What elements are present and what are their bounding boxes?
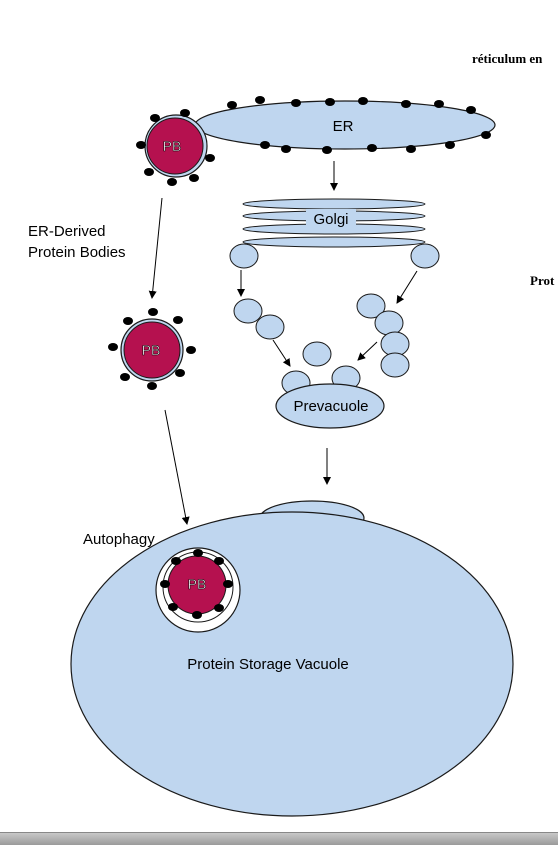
arrow-golgi-right-down bbox=[396, 270, 418, 304]
ribosome bbox=[186, 346, 196, 354]
er-label: ER bbox=[333, 118, 354, 135]
ribosome bbox=[325, 98, 335, 106]
arrow-vesicles-to-prevacuole-right bbox=[357, 341, 378, 361]
ribosome bbox=[144, 168, 154, 176]
pb-label-er: PB bbox=[163, 138, 182, 154]
ribosome bbox=[281, 145, 291, 153]
protein-body-free-core bbox=[123, 321, 181, 379]
protein-body-budding: PB bbox=[136, 109, 215, 186]
vesicle bbox=[380, 352, 410, 378]
er-derived-label-line2: Protein Bodies bbox=[28, 244, 126, 261]
autophagy-label: Autophagy bbox=[83, 531, 155, 548]
side-label-prot: Prot bbox=[530, 273, 555, 288]
ribosome bbox=[108, 343, 118, 351]
golgi-cisterna bbox=[242, 198, 426, 210]
ribosome bbox=[192, 611, 202, 619]
ribosome bbox=[180, 109, 190, 117]
ribosome bbox=[193, 549, 203, 557]
ribosome bbox=[367, 144, 377, 152]
ribosome bbox=[214, 557, 224, 565]
vesicle bbox=[356, 293, 386, 319]
ribosome bbox=[401, 100, 411, 108]
ribosome bbox=[136, 141, 146, 149]
ribosome bbox=[189, 174, 199, 182]
vesicle bbox=[374, 310, 404, 336]
ribosome bbox=[481, 131, 491, 139]
side-label-reticulum: réticulum en bbox=[472, 51, 543, 66]
arrow-vesicles-to-prevacuole-left bbox=[272, 339, 291, 367]
endoplasmic-reticulum: ER bbox=[194, 96, 496, 154]
ribosome bbox=[148, 308, 158, 316]
ribosome bbox=[322, 146, 332, 154]
prevacuole: Prevacuole bbox=[275, 365, 385, 429]
prevacuole-body bbox=[275, 383, 385, 429]
er-derived-label-line1: ER-Derived bbox=[28, 223, 106, 240]
ribosome bbox=[167, 178, 177, 186]
golgi-label: Golgi bbox=[313, 211, 348, 228]
transport-vesicles bbox=[233, 293, 410, 378]
ribosome bbox=[175, 369, 185, 377]
ribosome bbox=[466, 106, 476, 114]
golgi-label-bg bbox=[306, 209, 356, 227]
pb-label-autophagosome: PB bbox=[188, 576, 207, 592]
ribosome bbox=[214, 604, 224, 612]
ribosome bbox=[171, 557, 181, 565]
autophagosome: PB bbox=[155, 547, 241, 633]
ribosome bbox=[173, 316, 183, 324]
ribosome bbox=[255, 96, 265, 104]
ribosome bbox=[205, 154, 215, 162]
protein-body-er bbox=[146, 117, 204, 175]
ribosome bbox=[260, 141, 270, 149]
golgi-vesicle-left bbox=[229, 243, 259, 269]
ribosome bbox=[434, 100, 444, 108]
ribosome bbox=[160, 580, 170, 588]
golgi-cisterna bbox=[242, 236, 426, 248]
protein-storage-vacuole: Protein Storage Vacuole bbox=[70, 500, 514, 817]
ribosome bbox=[123, 317, 133, 325]
prevacuole-label: Prevacuole bbox=[293, 398, 368, 415]
arrow-protein-body-to-autophagy bbox=[164, 409, 190, 525]
pb-label-free: PB bbox=[142, 342, 161, 358]
ribosome bbox=[445, 141, 455, 149]
vesicle bbox=[233, 298, 263, 324]
ribosome bbox=[406, 145, 416, 153]
vacuole-label: Protein Storage Vacuole bbox=[187, 656, 349, 673]
ribosomes-budding bbox=[136, 109, 215, 186]
ribosome bbox=[227, 101, 237, 109]
ribosome bbox=[168, 603, 178, 611]
protein-body-free: PB bbox=[108, 308, 196, 390]
arrow-er-to-protein-body bbox=[148, 197, 163, 299]
vesicle bbox=[302, 341, 332, 367]
ribosome bbox=[223, 580, 233, 588]
window-bottom-scrollbar[interactable] bbox=[0, 832, 558, 845]
golgi-apparatus: Golgi bbox=[229, 198, 440, 269]
vesicle bbox=[380, 331, 410, 357]
ribosomes-autophagosome bbox=[160, 549, 233, 619]
ribosome bbox=[150, 114, 160, 122]
ribosomes-free bbox=[108, 308, 196, 390]
arrows bbox=[148, 161, 418, 525]
golgi-vesicle-right bbox=[410, 243, 440, 269]
ribosome bbox=[358, 97, 368, 105]
ribosome bbox=[147, 382, 157, 390]
vesicle bbox=[255, 314, 285, 340]
ribosome bbox=[291, 99, 301, 107]
ribosomes-er bbox=[227, 96, 491, 154]
ribosome bbox=[120, 373, 130, 381]
